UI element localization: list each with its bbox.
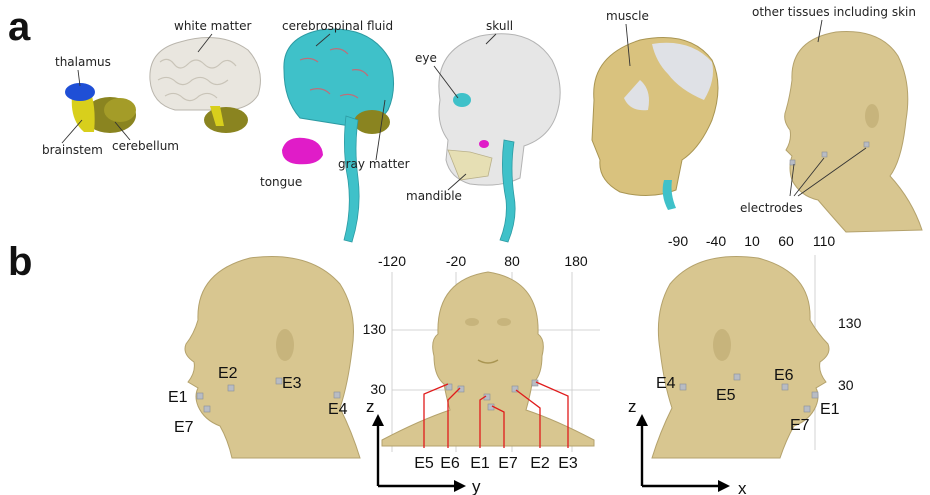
right-z-tick-label: 30: [838, 377, 854, 393]
label-eye: eye: [415, 51, 437, 65]
right-electrode-E1: E1: [820, 401, 840, 418]
tongue-shape: [282, 138, 323, 165]
label-csf: cerebrospinal fluid: [282, 19, 393, 33]
front-z-tick-label: 130: [363, 321, 387, 337]
csf-gray-matter-model: [284, 29, 394, 242]
front-axis-y: y: [472, 477, 481, 495]
left-electrode-E7: E7: [174, 419, 194, 436]
front-y-tick-label: 80: [504, 253, 520, 269]
front-electrode-label: E5: [414, 455, 434, 472]
left-electrode-E3: E3: [282, 375, 302, 392]
label-thalamus: thalamus: [55, 55, 111, 69]
left-electrode-E4: E4: [328, 401, 348, 418]
label-skull: skull: [486, 19, 513, 33]
left-electrode-E1: E1: [168, 389, 188, 406]
right-x-tick-label: 60: [778, 233, 794, 249]
front-view-head: [382, 272, 594, 446]
right-x-tick-label: -40: [706, 233, 726, 249]
label-electrodes: electrodes: [740, 201, 803, 215]
label-mandible: mandible: [406, 189, 462, 203]
right-electrode-E6: E6: [774, 367, 794, 384]
front-electrode-labels: E5 E6 E1 E7 E2 E3: [414, 455, 578, 472]
front-electrode-label: E7: [498, 455, 518, 472]
right-axis-z: z: [628, 397, 637, 416]
front-z-tick-label: 30: [370, 381, 386, 397]
panel-b-letter: b: [8, 240, 32, 284]
label-other-tissues: other tissues including skin: [752, 5, 916, 19]
electrode-marker: [822, 152, 827, 157]
label-cerebellum: cerebellum: [112, 139, 179, 153]
right-electrode-E7: E7: [790, 417, 810, 434]
front-electrode-label: E1: [470, 455, 490, 472]
left-electrode-E2: E2: [218, 365, 238, 382]
right-electrode-E5: E5: [716, 387, 736, 404]
panel-a-letter: a: [8, 5, 31, 49]
front-y-tick-label: 180: [564, 253, 588, 269]
skull-model: [439, 34, 560, 242]
electrode-marker: [864, 142, 869, 147]
front-z-ticks: 130 30: [363, 321, 387, 397]
right-z-tick-label: 130: [838, 315, 862, 331]
right-z-ticks: 130 30: [838, 315, 862, 393]
label-muscle: muscle: [606, 9, 649, 23]
front-electrode-label: E3: [558, 455, 578, 472]
front-axis-z: z: [366, 397, 375, 416]
right-axis-x: x: [738, 479, 747, 495]
label-gray-matter: gray matter: [338, 157, 410, 171]
muscle-model: [592, 38, 718, 211]
front-electrode-label: E6: [440, 455, 460, 472]
front-y-ticks: -120 -20 80 180: [378, 253, 588, 269]
label-white-matter: white matter: [174, 19, 251, 33]
front-electrode-label: E2: [530, 455, 550, 472]
right-electrode-E4: E4: [656, 375, 676, 392]
label-tongue: tongue: [260, 175, 302, 189]
white-matter-model: [150, 38, 261, 134]
right-x-tick-label: 110: [813, 233, 836, 249]
brainstem-shape: [72, 96, 95, 132]
left-view-head: [185, 256, 360, 458]
front-y-tick-label: -120: [378, 253, 406, 269]
deep-structures-model: [65, 83, 136, 133]
front-y-tick-label: -20: [446, 253, 466, 269]
right-x-ticks: -90 -40 10 60 110: [668, 233, 835, 249]
right-x-tick-label: 10: [744, 233, 760, 249]
skin-head-model: [785, 32, 922, 233]
right-x-tick-label: -90: [668, 233, 688, 249]
label-brainstem: brainstem: [42, 143, 103, 157]
